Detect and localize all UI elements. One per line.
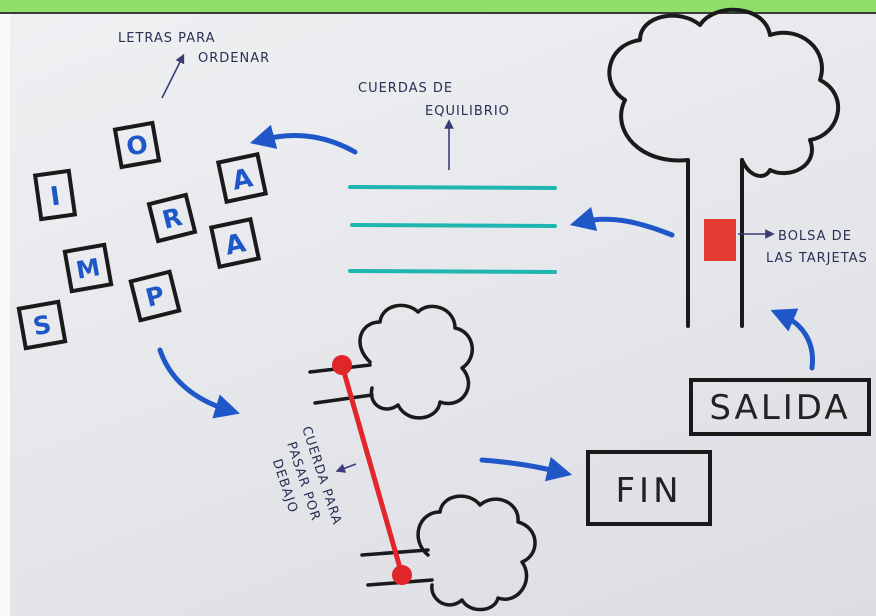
red-rope-label: CUERDA PARA PASAR POR DEBAJO	[269, 425, 344, 528]
tree-icon	[607, 7, 840, 328]
bush-icon	[360, 494, 537, 612]
letter-tile: I	[32, 168, 78, 222]
left-margin	[0, 14, 10, 616]
letter-tiles: I O A R M A S P	[16, 120, 269, 351]
arrow-icon	[249, 124, 358, 155]
rope-knot	[392, 565, 412, 585]
svg-text:O: O	[124, 129, 150, 161]
letters-label-line1: LETRAS PARA	[118, 31, 215, 46]
arrow-icon	[569, 206, 675, 238]
bag-icon	[704, 219, 736, 261]
letter-tile: O	[112, 120, 162, 170]
top-bar	[0, 0, 876, 14]
fin-text: FIN	[615, 471, 682, 511]
rope-knot	[332, 355, 352, 375]
letter-tile: R	[146, 192, 198, 244]
svg-text:M: M	[74, 253, 102, 285]
letters-label-line2: ORDENAR	[198, 51, 270, 66]
letters-pointer	[161, 53, 185, 99]
red-rope-pointer	[335, 463, 357, 473]
salida-text: SALIDA	[709, 388, 850, 428]
red-rope	[339, 362, 405, 578]
svg-text:I: I	[48, 181, 62, 212]
svg-text:A: A	[222, 228, 248, 262]
bag-label-line1: BOLSA DE	[778, 229, 852, 244]
letter-tile: P	[128, 269, 182, 323]
svg-text:P: P	[143, 280, 168, 313]
letter-tile: A	[215, 151, 269, 205]
letter-tile: M	[62, 242, 114, 294]
ropes-label-line2: EQUILIBRIO	[425, 104, 510, 119]
fin-box	[586, 450, 712, 526]
ropes-label-line1: CUERDAS DE	[358, 81, 453, 96]
svg-text:R: R	[159, 202, 185, 235]
balance-ropes	[348, 185, 557, 274]
svg-text:S: S	[31, 310, 54, 342]
salida-box	[689, 378, 871, 436]
letter-tile: A	[208, 216, 262, 270]
arrow-icon	[479, 456, 573, 482]
letter-tile: S	[16, 299, 68, 351]
bag-label-line2: LAS TARJETAS	[766, 251, 868, 266]
arrow-icon	[157, 347, 240, 419]
svg-text:A: A	[229, 163, 255, 197]
arrow-icon	[770, 308, 816, 371]
